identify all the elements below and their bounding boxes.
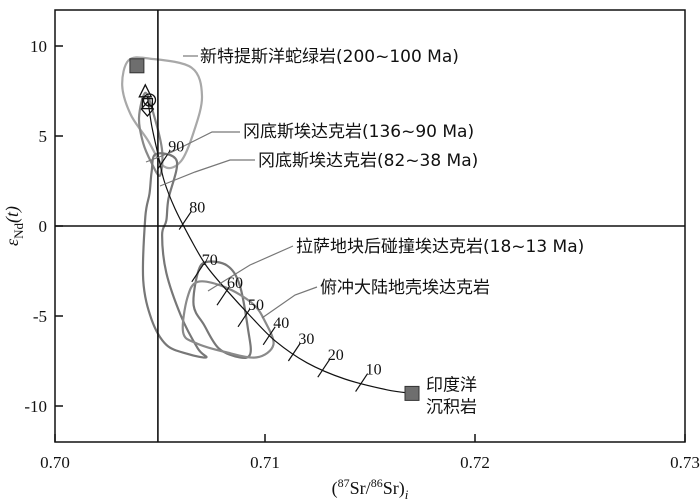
leader-line [261, 286, 318, 319]
mixing-tick-mark [317, 358, 331, 378]
field-label: 冈底斯埃达克岩(136~90 Ma) [243, 122, 474, 142]
mixing-curve [146, 96, 413, 394]
y-tick-label: 10 [30, 37, 47, 56]
mixing-tick-label: 80 [189, 200, 205, 217]
end-member-label: 沉积岩 [426, 397, 477, 417]
field-label: 新特提斯洋蛇绿岩(200~100 Ma) [200, 47, 459, 67]
x-tick-label: 0.73 [670, 453, 700, 472]
sample-square-marker [141, 97, 154, 110]
mixing-tick-label: 40 [273, 315, 289, 332]
x-axis-title: (87Sr/86Sr)i [332, 476, 409, 502]
x-tick-label: 0.70 [40, 453, 70, 472]
field-neotethys-ophiolite [121, 56, 204, 170]
mixing-tick-label: 50 [248, 297, 264, 314]
mixing-tick-label: 10 [366, 362, 382, 379]
leader-line [145, 131, 240, 163]
mixing-curve-line [146, 96, 413, 394]
y-axis-title: εNd(t) [2, 206, 26, 246]
mixing-tick-mark [178, 211, 192, 230]
field-gangdese-adakite-late [141, 152, 208, 359]
y-tick-label: 0 [39, 217, 48, 236]
field-lhasa-postcollision-adakite [192, 260, 252, 359]
field-subducted-crust-adakite [181, 280, 275, 359]
x-tick-label: 0.71 [250, 453, 280, 472]
field-gangdese-adakite-early [137, 91, 164, 177]
data-points [129, 58, 420, 401]
leader-line [207, 245, 294, 292]
x-tick-label: 0.72 [460, 453, 490, 472]
mixing-tick-label: 30 [298, 331, 314, 348]
end-member-sediment-marker [404, 385, 420, 401]
mixing-tick-mark [216, 286, 230, 306]
field-label: 冈底斯埃达克岩(82~38 Ma) [258, 151, 478, 171]
y-tick-label: -5 [33, 307, 47, 326]
leader-lines [145, 55, 318, 319]
sample-triangle-marker [138, 83, 153, 98]
mixing-tick-mark [191, 263, 205, 283]
field-label: 俯冲大陆地壳埃达克岩 [320, 278, 490, 298]
mixing-tick-mark [287, 342, 301, 362]
field-outlines [121, 56, 275, 359]
mixing-tick-mark [237, 308, 251, 328]
reference-lines [55, 10, 685, 442]
field-label: 拉萨地块后碰撞埃达克岩(18~13 Ma) [296, 237, 584, 257]
y-tick-label: 5 [39, 127, 48, 146]
leader-line [159, 159, 255, 187]
end-member-label: 印度洋 [426, 375, 477, 395]
mixing-tick-mark [262, 326, 276, 346]
end-member-mantle-marker [129, 58, 145, 74]
mixing-tick-label: 60 [227, 275, 243, 292]
mixing-tick-mark [355, 373, 369, 392]
mixing-tick-label: 90 [168, 138, 184, 155]
y-tick-label: -10 [24, 397, 47, 416]
mixing-tick-label: 20 [328, 347, 344, 364]
mixing-tick-label: 70 [202, 252, 218, 269]
sample-diamond-marker [140, 101, 155, 117]
